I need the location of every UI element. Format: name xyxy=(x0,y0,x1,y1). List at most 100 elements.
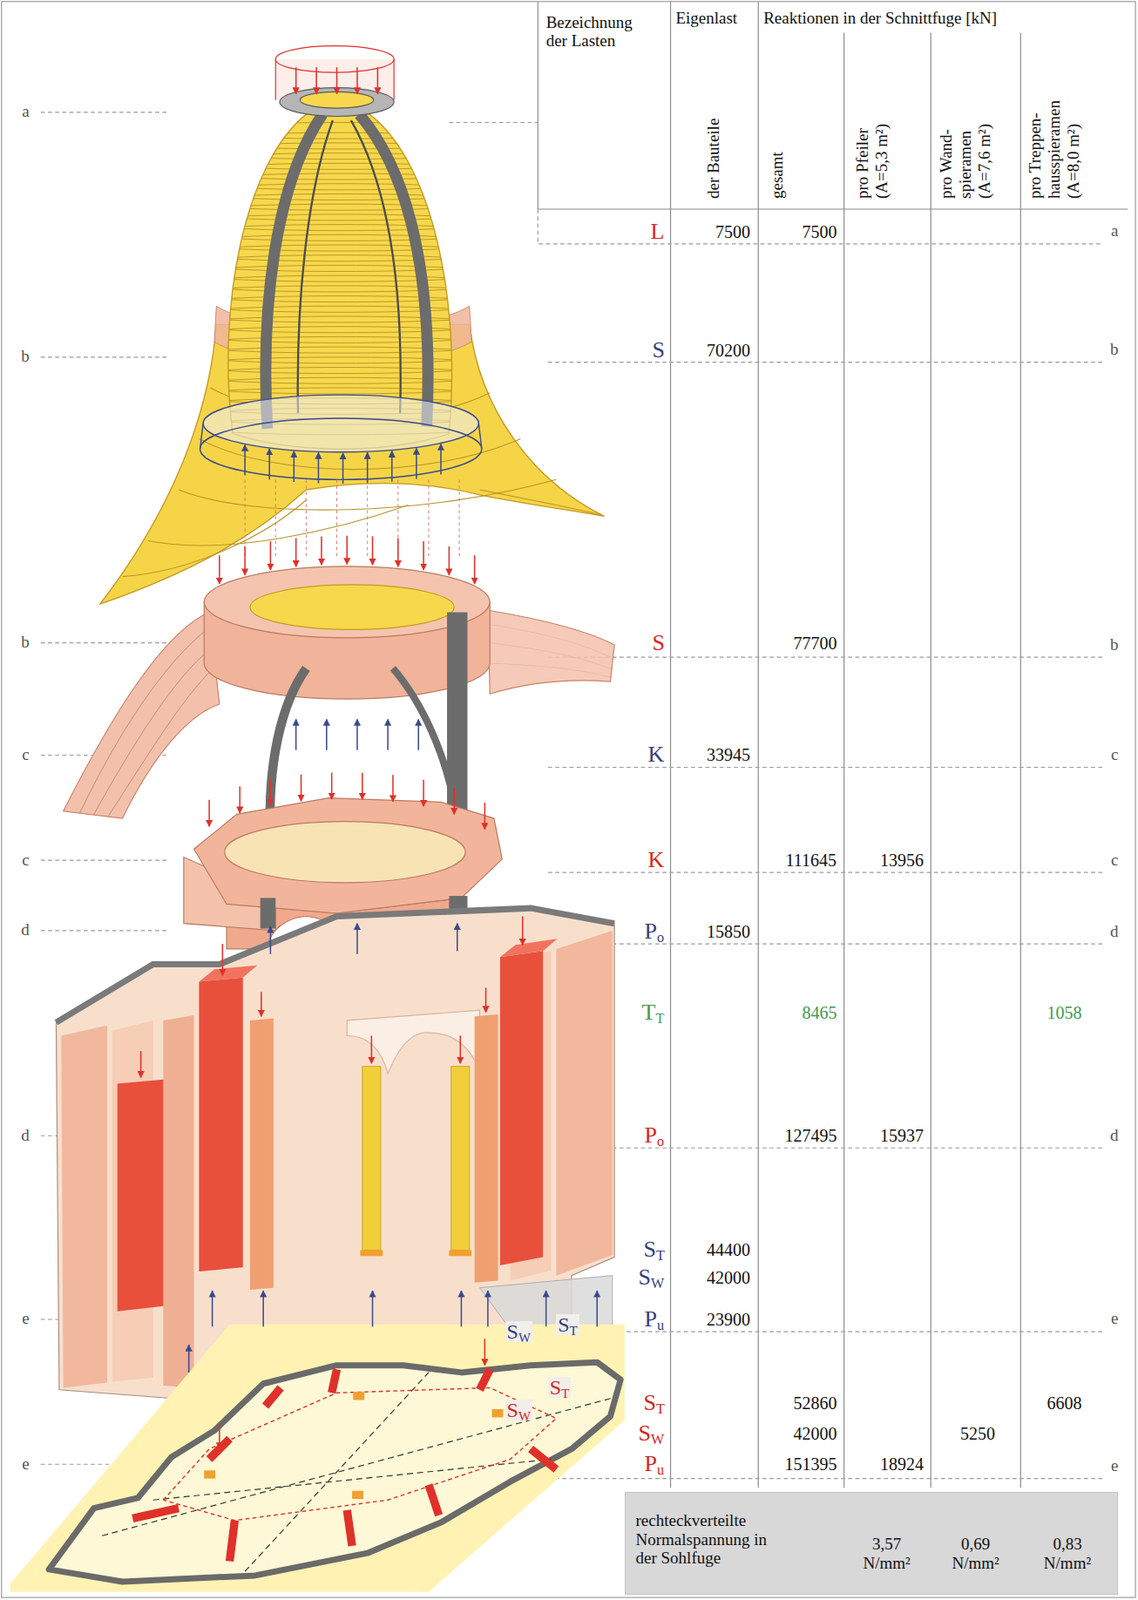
dome-contour xyxy=(188,326,495,344)
building-walls xyxy=(162,1015,194,1388)
symbol-subscript: u xyxy=(657,1462,664,1477)
lantern xyxy=(275,59,277,101)
load-arrow xyxy=(208,799,210,827)
load-arrow xyxy=(485,987,488,1012)
symbol-subscript: u xyxy=(657,1317,664,1333)
dome-contour xyxy=(188,162,495,180)
load-arrow xyxy=(345,535,348,565)
load-symbol: S xyxy=(652,631,665,655)
dome-contour xyxy=(188,275,495,292)
load-arrow xyxy=(188,1344,190,1373)
section-letter: e xyxy=(21,1455,29,1474)
load-arrow xyxy=(474,555,476,584)
ring-c xyxy=(224,821,466,883)
symbol-subscript: T xyxy=(569,1323,578,1338)
load-symbol: Pu xyxy=(644,1452,665,1476)
building-walls xyxy=(198,977,243,1272)
load-arrow xyxy=(487,1290,489,1327)
load-arrow xyxy=(356,718,359,750)
symbol-letter: S xyxy=(638,1420,651,1446)
dome-contour xyxy=(188,264,495,282)
column-header: der Bauteile xyxy=(704,89,724,199)
dome-contour xyxy=(188,336,495,353)
foundation-plan xyxy=(101,1372,613,1572)
foundation-plan xyxy=(346,1510,353,1546)
section-letter: c xyxy=(1110,851,1118,870)
section-letter: b xyxy=(1110,340,1119,360)
symbol-subscript: o xyxy=(657,1133,664,1149)
building-walls xyxy=(359,1249,383,1256)
dome-skirt xyxy=(480,489,603,515)
building-walls xyxy=(500,950,543,1266)
load-arrow xyxy=(325,718,328,750)
section-letter: b xyxy=(20,633,30,652)
dome-shell xyxy=(298,120,333,414)
symbol-subscript: T xyxy=(561,1386,569,1401)
foundation-plan xyxy=(48,1361,621,1582)
lantern xyxy=(275,46,394,117)
load-arrow xyxy=(140,1050,143,1078)
load-symbol: TT xyxy=(642,1001,665,1024)
symbol-letter: P xyxy=(644,918,658,944)
dome-contour xyxy=(188,122,495,435)
ring-c xyxy=(260,897,277,929)
load-arrow xyxy=(361,772,364,800)
load-arrow xyxy=(270,926,272,955)
dome-contour xyxy=(188,193,495,210)
dome-contour xyxy=(188,255,495,272)
load-arrow xyxy=(336,67,339,94)
symbol-letter: S xyxy=(643,1236,657,1262)
load-value: 52860 xyxy=(792,1393,837,1413)
load-arrow xyxy=(440,443,442,475)
symbol-letter: S xyxy=(638,1264,651,1290)
symbol-subscript: T xyxy=(656,1401,665,1416)
building-walls xyxy=(500,938,558,957)
section-letter: d xyxy=(1110,922,1119,942)
foundation-plan xyxy=(244,1372,429,1572)
dome-contour xyxy=(188,153,495,170)
foundation-plan xyxy=(480,1368,491,1389)
load-symbol: Po xyxy=(644,1124,665,1147)
dome-contour xyxy=(188,285,495,303)
load-arrow xyxy=(356,923,359,955)
section-lines xyxy=(548,1477,1103,1479)
load-arrow xyxy=(422,779,425,807)
load-arrow xyxy=(453,787,455,814)
dome-contour xyxy=(188,346,495,364)
table-rules xyxy=(930,32,932,1488)
dome-contour xyxy=(188,296,495,313)
dome-shell xyxy=(351,120,401,414)
section-lines xyxy=(548,1330,1103,1332)
dome-contour xyxy=(188,224,495,242)
column-header: gesamt xyxy=(767,89,787,199)
building-walls xyxy=(198,965,258,983)
dome-contour xyxy=(188,173,495,190)
building-walls xyxy=(362,1066,381,1251)
load-arrow xyxy=(417,718,420,750)
dome-shell xyxy=(203,394,479,453)
dome-shell xyxy=(188,114,495,480)
dome-contour xyxy=(188,357,495,374)
foundation-plan xyxy=(331,1368,338,1393)
dome-skirt xyxy=(122,500,307,577)
load-arrow xyxy=(397,537,400,567)
symbol-subscript: T xyxy=(656,1247,665,1263)
dome-contour xyxy=(188,132,495,150)
table-rules xyxy=(1020,32,1022,1488)
symbol-subscript: W xyxy=(650,1275,664,1291)
load-value: 7500 xyxy=(715,222,751,242)
dome-contour xyxy=(188,234,495,251)
table-rules xyxy=(843,32,845,1488)
ring-b xyxy=(79,627,210,813)
section-letter: b xyxy=(1110,636,1119,655)
dome-contour xyxy=(188,183,495,201)
load-arrow xyxy=(238,785,241,813)
section-lines xyxy=(448,121,538,123)
foundation-plan xyxy=(428,1484,440,1516)
section-lines xyxy=(548,766,1103,768)
column-header: Bezeichnung der Lasten xyxy=(546,13,650,51)
section-letter: c xyxy=(1110,745,1118,765)
load-arrow xyxy=(260,991,263,1017)
symbol-subscript: W xyxy=(518,1330,531,1345)
symbol-letter: S xyxy=(643,1389,657,1416)
